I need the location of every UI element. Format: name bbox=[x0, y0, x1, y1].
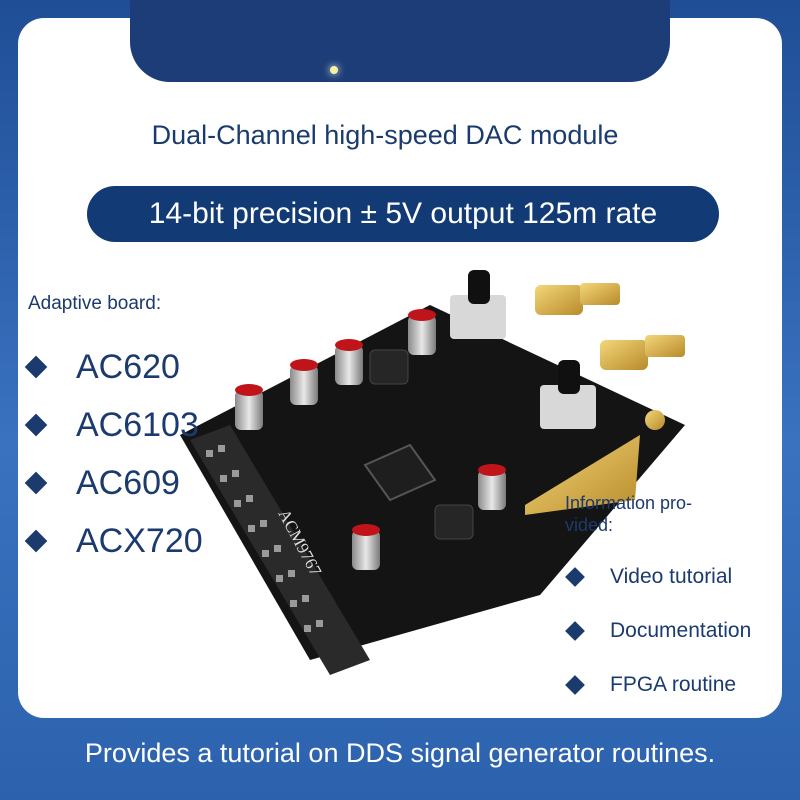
adaptive-board-label: Adaptive board: bbox=[28, 293, 162, 314]
list-item: AC609 bbox=[24, 454, 203, 512]
board-name: AC6103 bbox=[76, 405, 199, 444]
information-label-line: vided: bbox=[565, 515, 614, 535]
sma-connector bbox=[535, 283, 685, 370]
list-item: AC6103 bbox=[24, 396, 203, 454]
potentiometer bbox=[450, 295, 506, 339]
diamond-bullet-icon bbox=[24, 355, 48, 379]
information-label: Information pro- vided: bbox=[565, 492, 725, 536]
diamond-bullet-icon bbox=[24, 413, 48, 437]
information-label-line: Information pro- bbox=[565, 493, 693, 513]
information-list: Video tutorial Documentation FPGA routin… bbox=[565, 550, 752, 712]
dac-chip bbox=[363, 443, 437, 502]
gold-pad bbox=[525, 435, 640, 515]
info-item: Documentation bbox=[610, 619, 752, 642]
capacitors bbox=[235, 309, 506, 570]
top-banner bbox=[130, 0, 670, 82]
list-item: FPGA routine bbox=[565, 658, 751, 712]
adaptive-board-list: AC620 AC6103 AC609 ACX720 bbox=[24, 338, 203, 570]
inductor bbox=[434, 504, 474, 540]
list-item: ACX720 bbox=[24, 512, 203, 570]
list-item: Video tutorial bbox=[565, 550, 751, 604]
diamond-bullet-icon bbox=[565, 567, 585, 587]
board-name: AC609 bbox=[76, 463, 180, 502]
header-pins bbox=[206, 445, 323, 632]
potentiometer bbox=[540, 385, 596, 429]
board-name: ACX720 bbox=[76, 521, 203, 560]
diamond-bullet-icon bbox=[565, 621, 585, 641]
mounting-hole bbox=[645, 410, 665, 430]
list-item: Documentation bbox=[565, 604, 752, 658]
diamond-bullet-icon bbox=[24, 529, 48, 553]
potentiometer-knob bbox=[468, 270, 490, 304]
page-title: Dual-Channel high-speed DAC module bbox=[151, 120, 619, 150]
diamond-bullet-icon bbox=[565, 675, 585, 695]
inductor bbox=[369, 349, 409, 385]
diamond-bullet-icon bbox=[24, 471, 48, 495]
led-light bbox=[330, 66, 338, 74]
list-item: AC620 bbox=[24, 338, 203, 396]
info-item: Video tutorial bbox=[610, 565, 733, 588]
headline-pill: 14-bit precision ± 5V output 125m rate bbox=[87, 186, 719, 242]
potentiometer-knob bbox=[558, 360, 580, 394]
footer-tagline: Provides a tutorial on DDS signal genera… bbox=[84, 737, 716, 768]
board-name: AC620 bbox=[76, 347, 180, 386]
dac-module-board: ACM9767 bbox=[180, 270, 685, 675]
info-item: FPGA routine bbox=[610, 673, 737, 696]
